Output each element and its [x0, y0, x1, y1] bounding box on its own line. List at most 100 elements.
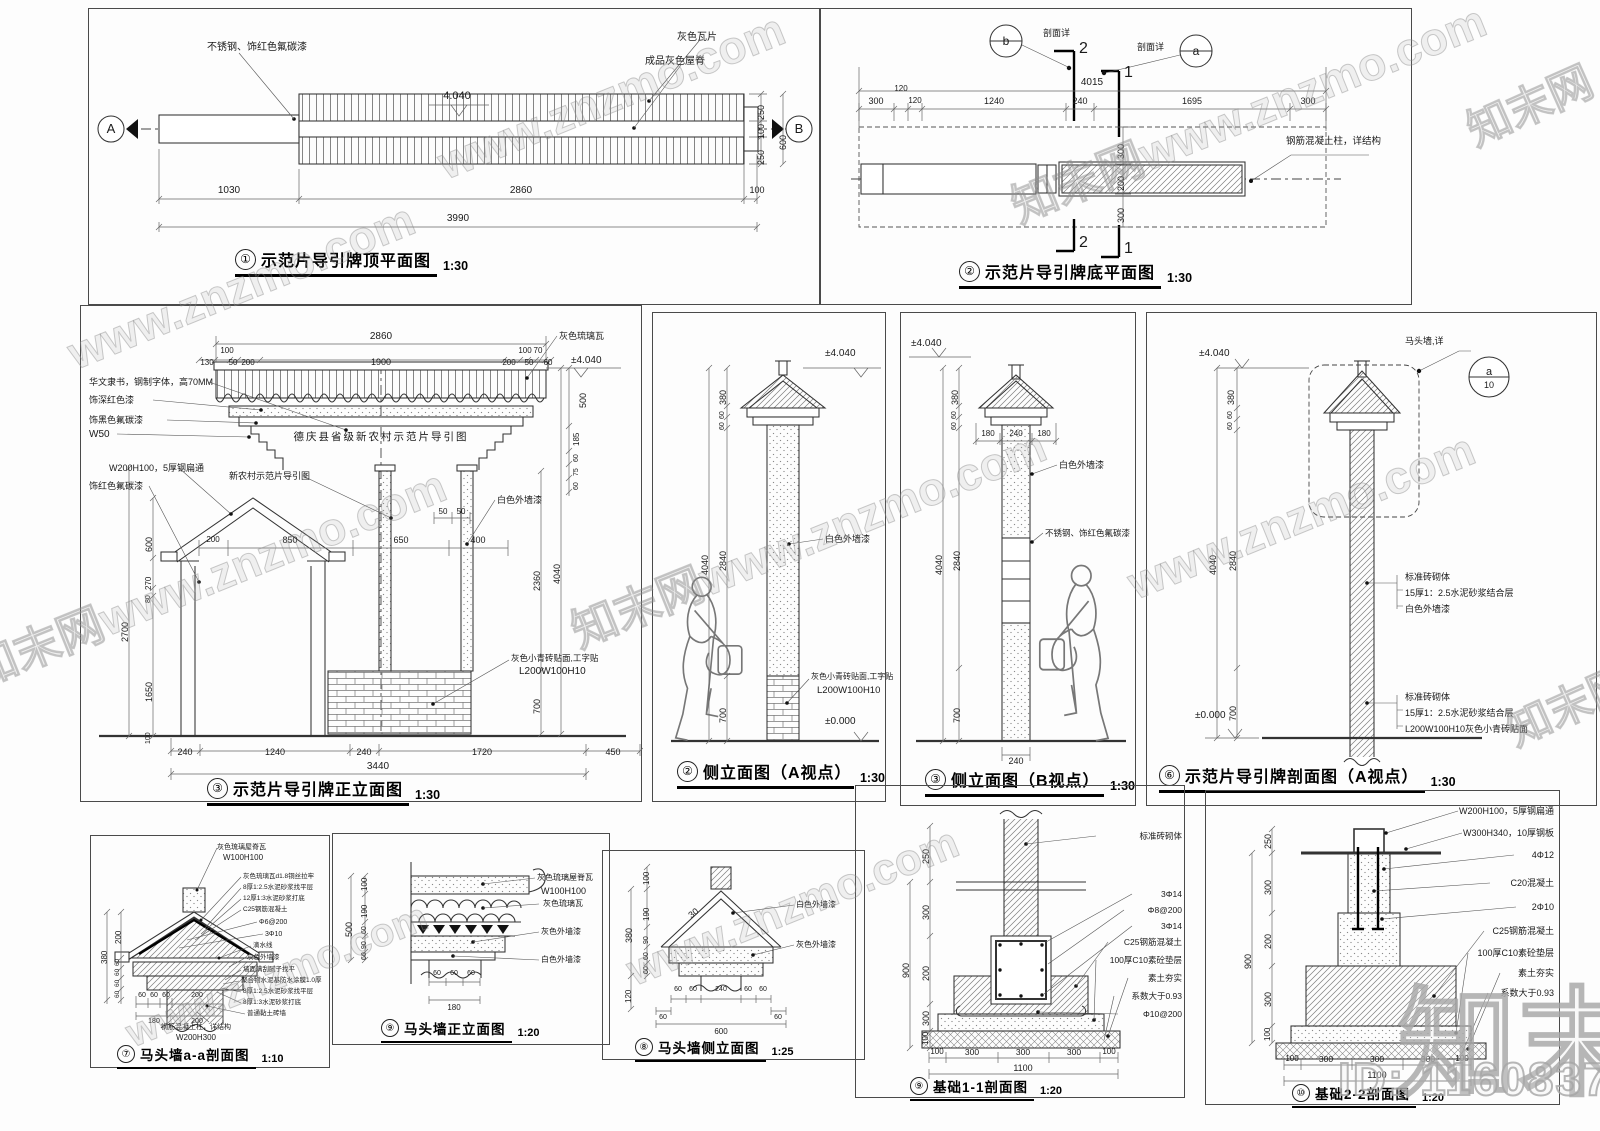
- title-number: ②: [677, 760, 698, 782]
- dim-label: 100: [220, 346, 234, 355]
- dim-label: 60: [643, 966, 650, 974]
- dim-label: 250: [756, 149, 766, 165]
- title-scale: 1:30: [1167, 271, 1193, 285]
- dim-label: 60: [573, 482, 580, 490]
- section-cut-number: 1: [1124, 240, 1133, 257]
- dim-label: 灰色外墙漆: [247, 954, 280, 961]
- dim-label: 240: [356, 747, 372, 757]
- title-number: ①: [235, 248, 256, 270]
- dim-label: 300: [1318, 1054, 1334, 1064]
- dim-label: 300: [1420, 1054, 1436, 1064]
- foundation-2-2-drawing: [1248, 810, 1517, 1086]
- dim-label: 100: [1285, 1054, 1299, 1063]
- dim-label: 200: [114, 930, 123, 944]
- dim-label: 系数大于0.93: [1500, 988, 1554, 998]
- dim-label: 60: [114, 968, 121, 976]
- dim-label: 2840: [952, 550, 962, 571]
- dim-label: 180: [447, 1003, 461, 1012]
- dim-label: 60: [162, 992, 170, 999]
- dim-label: 白色外墙漆: [796, 900, 836, 909]
- dim-label: 200: [502, 358, 516, 367]
- dim-label: 灰色外墙漆: [796, 940, 836, 949]
- dim-label: 60: [744, 986, 752, 993]
- dim-label: 240: [1008, 756, 1024, 766]
- foundation-1-1-drawing: [906, 809, 1133, 1079]
- dim-label: 100: [145, 732, 152, 744]
- dim-label: 钢筋混凝土柱，详结构: [1285, 136, 1381, 147]
- dim-label: W100H100: [223, 853, 264, 862]
- dim-label: 100: [518, 346, 532, 355]
- bottom-plan-drawing: [851, 24, 1369, 259]
- dim-label: 100厚C10素砼垫层: [1109, 955, 1182, 965]
- dim-label: W200H100，5厚钢扁通: [109, 463, 205, 473]
- dim-label: 700: [718, 707, 728, 723]
- dim-label: 8厚1:3水泥砂浆打底: [243, 999, 302, 1006]
- dim-label: 60: [774, 1014, 782, 1021]
- dim-label: 50: [524, 358, 534, 367]
- dim-label: 60: [759, 986, 767, 993]
- title-scale: 1:20: [1040, 1085, 1063, 1097]
- dim-label: 300: [1369, 1054, 1385, 1064]
- dim-label: 120: [624, 989, 633, 1003]
- dim-label: 60: [573, 454, 580, 462]
- dim-label: 60: [114, 990, 121, 998]
- dim-label: 900: [901, 962, 911, 978]
- dim-label: 600: [144, 536, 154, 552]
- dim-label: 白色外墙漆: [541, 955, 581, 964]
- title-scale: 1:30: [1109, 779, 1135, 793]
- detail-bubble-label: b: [1002, 34, 1010, 48]
- dim-label: 60: [433, 970, 441, 977]
- dim-label: 4015: [1080, 77, 1104, 88]
- dim-label: 60: [138, 992, 146, 999]
- dim-label: 100: [756, 123, 766, 139]
- dim-label: 700: [1228, 705, 1238, 721]
- dim-label: 60: [361, 926, 368, 934]
- section-cut-number: 2: [1079, 234, 1088, 251]
- dim-label: 灰色瓦片: [677, 32, 717, 43]
- dim-label: 滴水线: [253, 942, 273, 949]
- dim-label: 标准砖砌体: [1139, 831, 1182, 841]
- dim-label: 240: [1072, 96, 1088, 106]
- dim-label: 白色外墙漆: [497, 495, 543, 505]
- dim-label: 灰色琉璃瓦: [543, 899, 583, 908]
- dim-label: 300: [1263, 879, 1273, 895]
- dim-label: 15厚1：2.5水泥砂浆结合层: [1405, 708, 1514, 718]
- dim-label: 2360: [532, 570, 542, 591]
- matou-wall-front-drawing: [347, 862, 546, 1004]
- dim-label: 380: [950, 389, 960, 405]
- dim-label: 60: [1227, 411, 1234, 419]
- section-a-drawing: [1205, 350, 1510, 769]
- dim-label: 15厚1：2.5水泥砂浆结合层: [1405, 588, 1514, 598]
- title-scale: 1:30: [1430, 775, 1456, 789]
- dim-label: C25钢筋混凝土: [1123, 937, 1182, 947]
- dim-label: 素土夯实: [1147, 973, 1182, 983]
- dim-label: 1695: [1181, 96, 1203, 106]
- dim-label: 200: [191, 1018, 203, 1025]
- dim-label: 300: [1015, 1047, 1031, 1057]
- dim-label: 饰黑色氟碳漆: [89, 415, 144, 425]
- title-number: ②: [959, 260, 980, 282]
- dim-label: 100: [930, 1047, 944, 1056]
- dim-label: L200W100H10: [519, 666, 586, 677]
- dim-label: 100: [921, 1031, 930, 1045]
- view-marker-b: B: [794, 121, 804, 136]
- side-view-b-drawing: [909, 347, 1126, 761]
- dim-label: 马头墙,详: [1405, 336, 1444, 346]
- dim-label: 240: [715, 986, 727, 993]
- view-marker-a: A: [106, 121, 116, 136]
- dim-label: 素土夯实: [1517, 968, 1554, 978]
- dim-label: 饰深红色漆: [89, 395, 135, 405]
- dim-label: 500: [344, 921, 354, 937]
- dim-label: 1100: [1013, 1063, 1033, 1073]
- dim-label: 不锈钢、饰红色氟碳漆: [1045, 528, 1131, 538]
- dim-label: 60: [951, 411, 958, 419]
